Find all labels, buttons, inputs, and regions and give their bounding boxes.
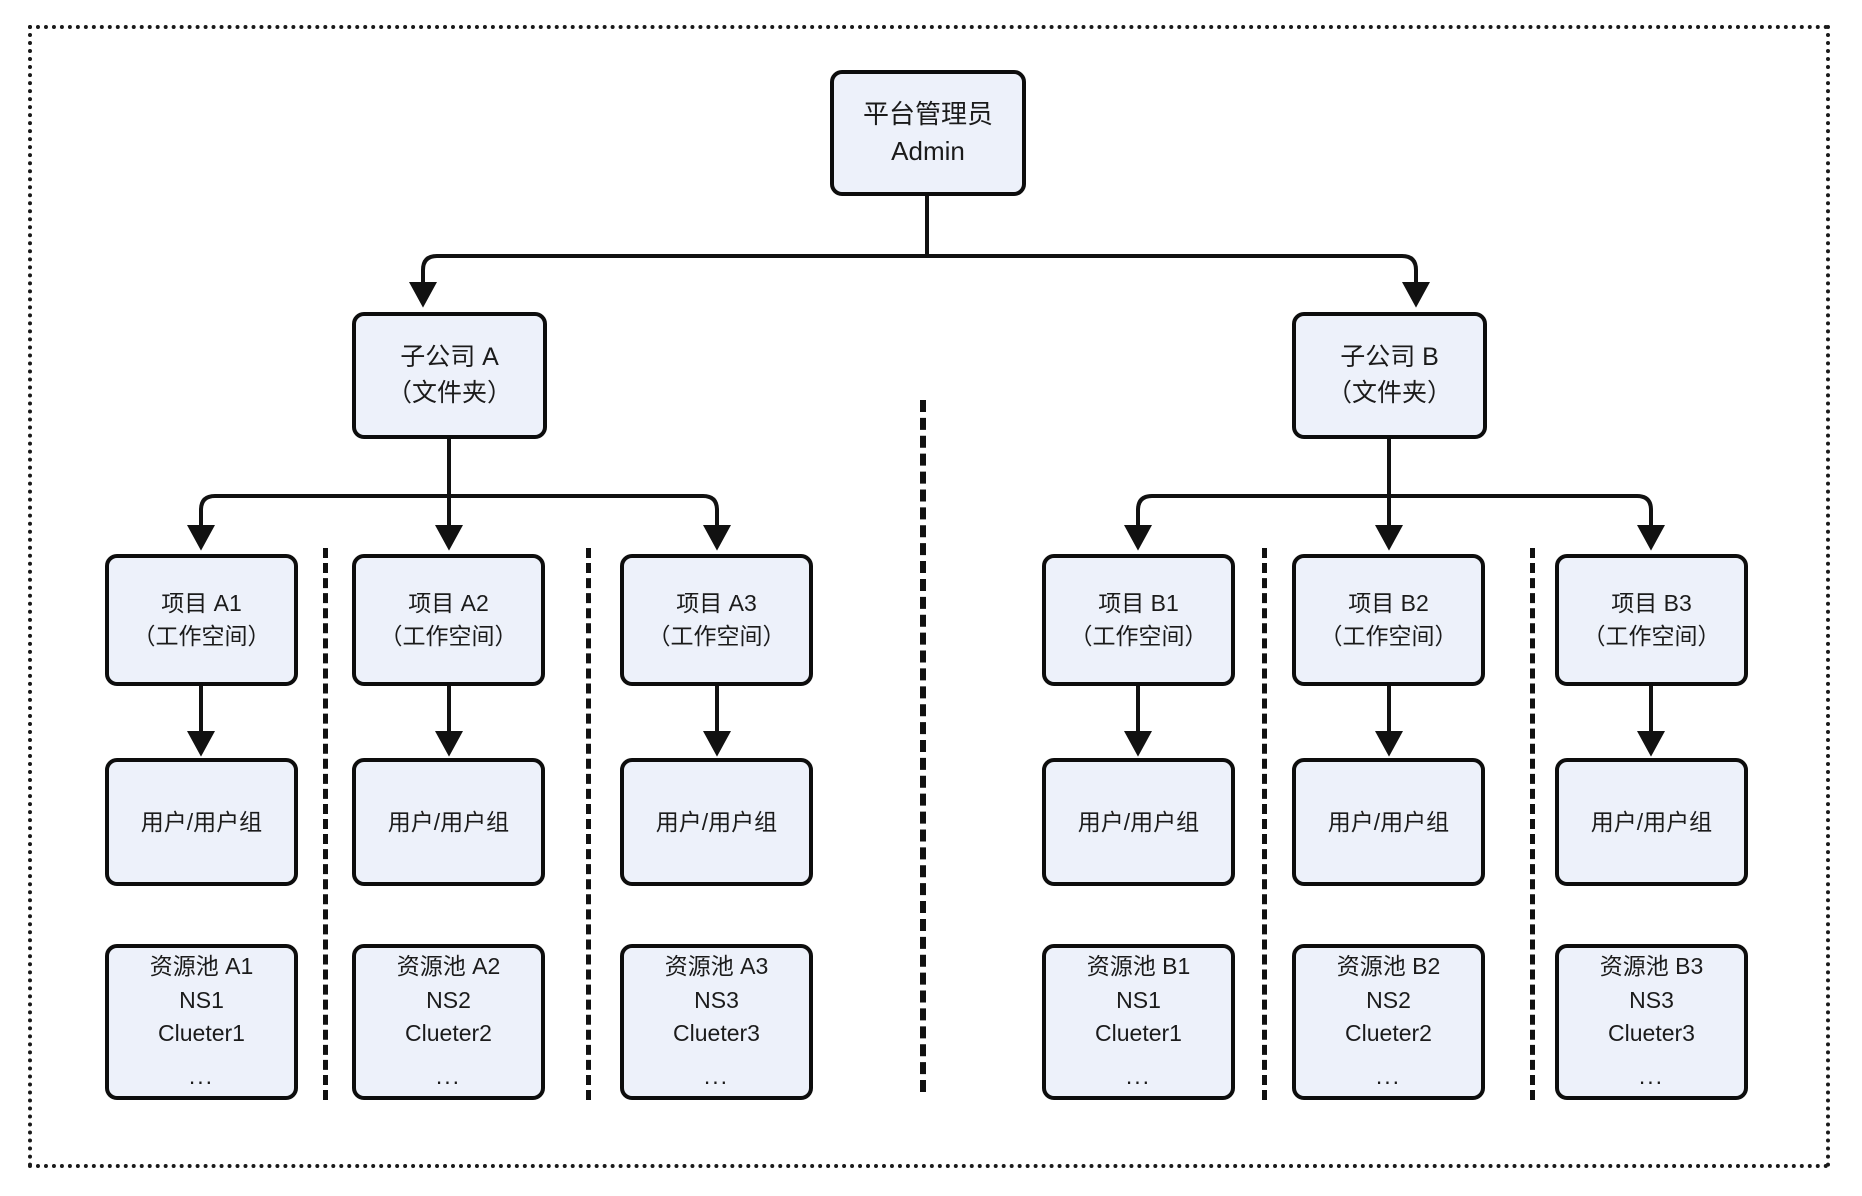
node-resource-pool-b1-line2: NS1 bbox=[1116, 986, 1161, 1013]
node-project-b2-line1: 项目 B2 bbox=[1348, 590, 1429, 617]
node-resource-pool-b2-line1: 资源池 B2 bbox=[1336, 953, 1441, 980]
node-users-b3-label: 用户/用户组 bbox=[1590, 808, 1713, 835]
node-users-a2-label: 用户/用户组 bbox=[387, 808, 510, 835]
node-division-b[interactable]: 子公司 B （文件夹） bbox=[1292, 312, 1487, 439]
node-resource-pool-a1-line3: Clueter1 bbox=[158, 1020, 245, 1046]
node-resource-pool-a1-line4: ... bbox=[188, 1063, 215, 1090]
column-divider-b1-b2 bbox=[1262, 548, 1267, 1100]
node-resource-pool-a1-line2: NS1 bbox=[179, 986, 224, 1013]
node-resource-pool-a1[interactable]: 资源池 A1 NS1 Clueter1 ... bbox=[105, 944, 298, 1100]
node-platform-admin[interactable]: 平台管理员 Admin bbox=[830, 70, 1026, 196]
node-resource-pool-b1-line4: ... bbox=[1125, 1063, 1152, 1090]
node-users-b2[interactable]: 用户/用户组 bbox=[1292, 758, 1485, 886]
node-project-b2[interactable]: 项目 B2 （工作空间） bbox=[1292, 554, 1485, 686]
node-resource-pool-a3-line3: Clueter3 bbox=[673, 1020, 760, 1046]
node-division-b-line2: （文件夹） bbox=[1326, 378, 1452, 407]
node-resource-pool-b3[interactable]: 资源池 B3 NS3 Clueter3 ... bbox=[1555, 944, 1748, 1100]
node-resource-pool-b3-line4: ... bbox=[1638, 1063, 1665, 1090]
diagram-outer-border bbox=[28, 25, 1830, 1168]
node-division-a-line2: （文件夹） bbox=[386, 378, 512, 407]
column-divider-b2-b3 bbox=[1530, 548, 1535, 1100]
node-users-b1-label: 用户/用户组 bbox=[1077, 808, 1200, 835]
node-users-b1[interactable]: 用户/用户组 bbox=[1042, 758, 1235, 886]
node-project-b3-line1: 项目 B3 bbox=[1611, 590, 1692, 617]
node-project-b3[interactable]: 项目 B3 （工作空间） bbox=[1555, 554, 1748, 686]
node-resource-pool-a2-line3: Clueter2 bbox=[405, 1020, 492, 1046]
node-resource-pool-b3-line3: Clueter3 bbox=[1608, 1020, 1695, 1046]
node-resource-pool-a1-line1: 资源池 A1 bbox=[149, 953, 254, 980]
node-resource-pool-b2[interactable]: 资源池 B2 NS2 Clueter2 ... bbox=[1292, 944, 1485, 1100]
node-resource-pool-a3-line4: ... bbox=[703, 1063, 730, 1090]
node-resource-pool-a2-line4: ... bbox=[435, 1063, 462, 1090]
node-division-a[interactable]: 子公司 A （文件夹） bbox=[352, 312, 547, 439]
node-users-b3[interactable]: 用户/用户组 bbox=[1555, 758, 1748, 886]
node-resource-pool-b1-line3: Clueter1 bbox=[1095, 1020, 1182, 1046]
node-platform-admin-line1: 平台管理员 bbox=[862, 99, 993, 130]
group-divider-a-b bbox=[920, 400, 926, 1092]
node-division-a-line1: 子公司 A bbox=[400, 343, 499, 371]
node-resource-pool-a2[interactable]: 资源池 A2 NS2 Clueter2 ... bbox=[352, 944, 545, 1100]
node-resource-pool-a2-line2: NS2 bbox=[426, 986, 471, 1013]
node-resource-pool-b1-line1: 资源池 B1 bbox=[1086, 953, 1191, 980]
node-division-b-line1: 子公司 B bbox=[1340, 343, 1439, 371]
column-divider-a1-a2 bbox=[323, 548, 328, 1100]
column-divider-a2-a3 bbox=[586, 548, 591, 1100]
node-resource-pool-b2-line2: NS2 bbox=[1366, 986, 1411, 1013]
node-resource-pool-b3-line1: 资源池 B3 bbox=[1599, 953, 1704, 980]
node-project-a2[interactable]: 项目 A2 （工作空间） bbox=[352, 554, 545, 686]
node-project-a1-line1: 项目 A1 bbox=[161, 590, 242, 617]
node-project-a1[interactable]: 项目 A1 （工作空间） bbox=[105, 554, 298, 686]
node-project-a2-line2: （工作空间） bbox=[379, 623, 518, 649]
node-users-a3-label: 用户/用户组 bbox=[655, 808, 778, 835]
node-users-a1-label: 用户/用户组 bbox=[140, 808, 263, 835]
node-project-a3-line1: 项目 A3 bbox=[676, 590, 757, 617]
node-resource-pool-a2-line1: 资源池 A2 bbox=[396, 953, 501, 980]
node-project-a3[interactable]: 项目 A3 （工作空间） bbox=[620, 554, 813, 686]
node-users-a1[interactable]: 用户/用户组 bbox=[105, 758, 298, 886]
node-resource-pool-b2-line3: Clueter2 bbox=[1345, 1020, 1432, 1046]
node-resource-pool-a3[interactable]: 资源池 A3 NS3 Clueter3 ... bbox=[620, 944, 813, 1100]
node-project-b1[interactable]: 项目 B1 （工作空间） bbox=[1042, 554, 1235, 686]
node-project-a2-line1: 项目 A2 bbox=[408, 590, 489, 617]
node-project-b1-line1: 项目 B1 bbox=[1098, 590, 1179, 617]
node-resource-pool-b3-line2: NS3 bbox=[1629, 986, 1674, 1013]
node-project-b2-line2: （工作空间） bbox=[1319, 623, 1458, 649]
node-resource-pool-b1[interactable]: 资源池 B1 NS1 Clueter1 ... bbox=[1042, 944, 1235, 1100]
node-project-a1-line2: （工作空间） bbox=[132, 623, 271, 649]
node-project-a3-line2: （工作空间） bbox=[647, 623, 786, 649]
node-users-a2[interactable]: 用户/用户组 bbox=[352, 758, 545, 886]
node-users-b2-label: 用户/用户组 bbox=[1327, 808, 1450, 835]
node-resource-pool-a3-line1: 资源池 A3 bbox=[664, 953, 769, 980]
node-users-a3[interactable]: 用户/用户组 bbox=[620, 758, 813, 886]
node-platform-admin-line2: Admin bbox=[891, 136, 965, 166]
node-resource-pool-a3-line2: NS3 bbox=[694, 986, 739, 1013]
node-project-b3-line2: （工作空间） bbox=[1582, 623, 1721, 649]
node-resource-pool-b2-line4: ... bbox=[1375, 1063, 1402, 1090]
node-project-b1-line2: （工作空间） bbox=[1069, 623, 1208, 649]
